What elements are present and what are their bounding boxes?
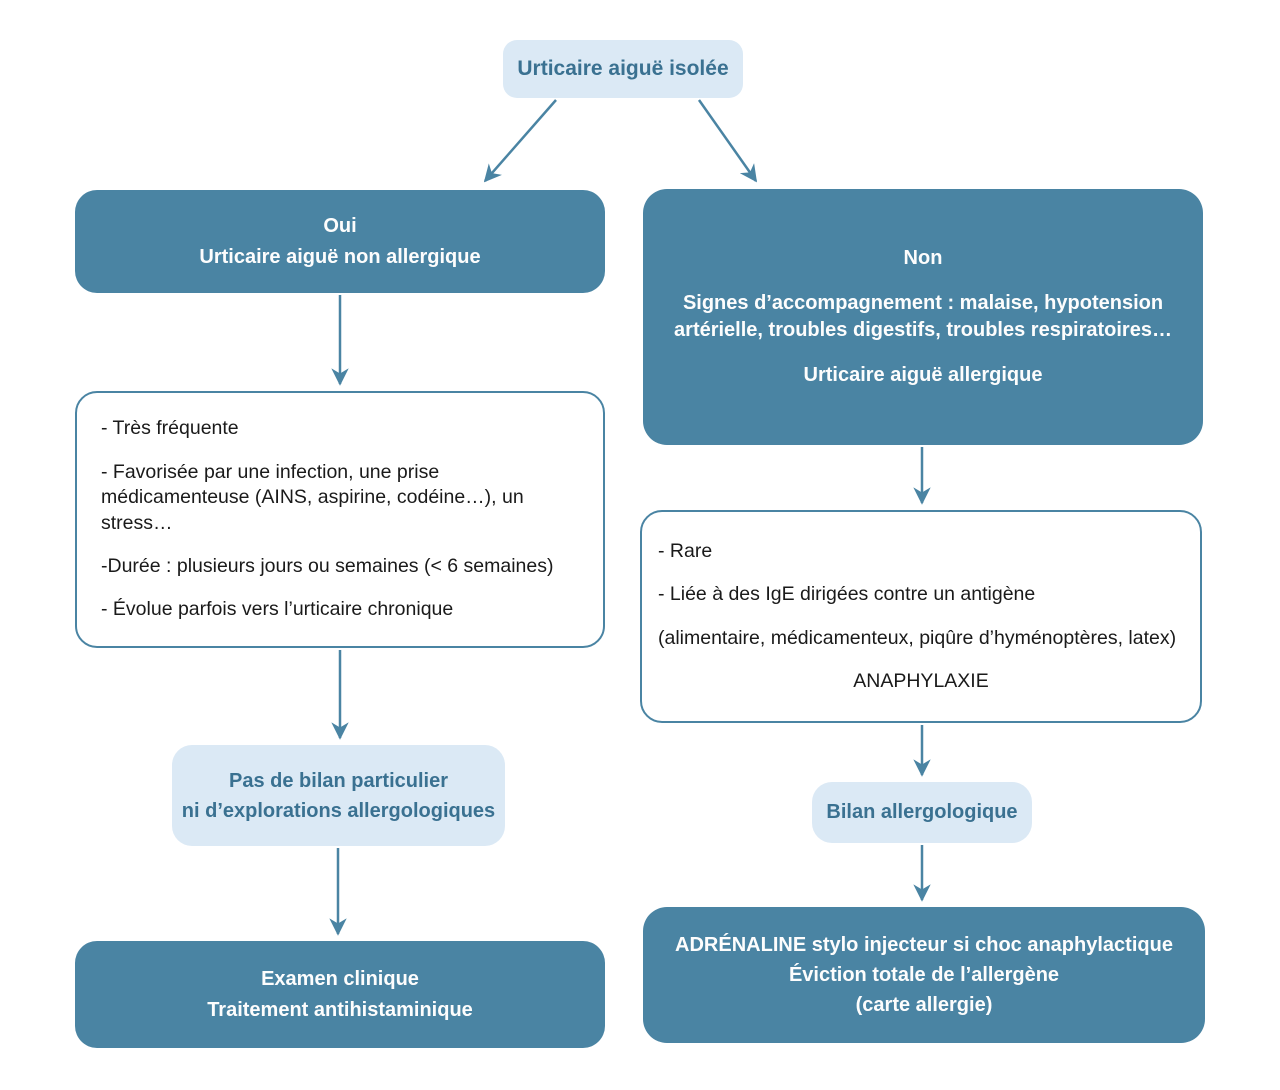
- left-decision-line2: Urticaire aiguë non allergique: [199, 245, 481, 268]
- node-examen-clinique: Examen clinique Traitement antihistamini…: [75, 941, 605, 1048]
- left-action-line2: ni d’explorations allergologiques: [181, 799, 496, 822]
- left-detail-item: -Durée : plusieurs jours ou semaines (< …: [101, 554, 554, 577]
- node-bilan-allergologique: Bilan allergologique: [812, 782, 1032, 843]
- left-detail-item: - Favorisée par une infection, une prise…: [101, 460, 524, 534]
- right-action-label: Bilan allergologique: [826, 801, 1018, 823]
- right-outcome-line1: ADRÉNALINE stylo injecteur si choc anaph…: [675, 934, 1173, 956]
- right-decision-title: Non: [903, 247, 943, 269]
- left-detail-item: - Évolue parfois vers l’urticaire chroni…: [101, 598, 454, 621]
- node-oui-non-allergique: Oui Urticaire aiguë non allergique: [75, 190, 605, 293]
- right-detail-item: (alimentaire, médicamenteux, piqûre d’hy…: [658, 626, 1177, 649]
- arrow-root-to-oui: [483, 99, 557, 183]
- node-non-allergique: Non Signes d’accompagnement : malaise, h…: [643, 189, 1203, 445]
- anaphylaxie-label: ANAPHYLAXIE: [853, 669, 989, 692]
- right-decision-description: Signes d’accompagnement : malaise, hypot…: [674, 292, 1172, 341]
- left-detail-item: - Très fréquente: [101, 417, 239, 440]
- right-detail-item: - Liée à des IgE dirigées contre un anti…: [658, 583, 1036, 606]
- right-outcome-line2: Éviction totale de l’allergène: [788, 964, 1060, 986]
- right-decision-subtitle: Urticaire aiguë allergique: [803, 364, 1043, 386]
- node-details-non-allergique: - Très fréquente - Favorisée par une inf…: [75, 391, 605, 648]
- left-outcome-line2: Traitement antihistaminique: [207, 998, 473, 1021]
- left-decision-line1: Oui: [323, 214, 357, 237]
- node-urticaire-aigue-isolee: Urticaire aiguë isolée: [503, 40, 743, 98]
- root-label: Urticaire aiguë isolée: [517, 57, 729, 80]
- right-outcome-line3: (carte allergie): [855, 994, 993, 1016]
- left-action-line1: Pas de bilan particulier: [229, 769, 448, 792]
- arrow-root-to-non: [697, 99, 758, 183]
- node-details-allergique: - Rare - Liée à des IgE dirigées contre …: [640, 510, 1202, 723]
- right-detail-item: - Rare: [658, 539, 713, 562]
- node-adrenaline: ADRÉNALINE stylo injecteur si choc anaph…: [643, 907, 1205, 1043]
- node-pas-de-bilan: Pas de bilan particulier ni d’exploratio…: [172, 745, 505, 846]
- left-outcome-line1: Examen clinique: [261, 967, 419, 990]
